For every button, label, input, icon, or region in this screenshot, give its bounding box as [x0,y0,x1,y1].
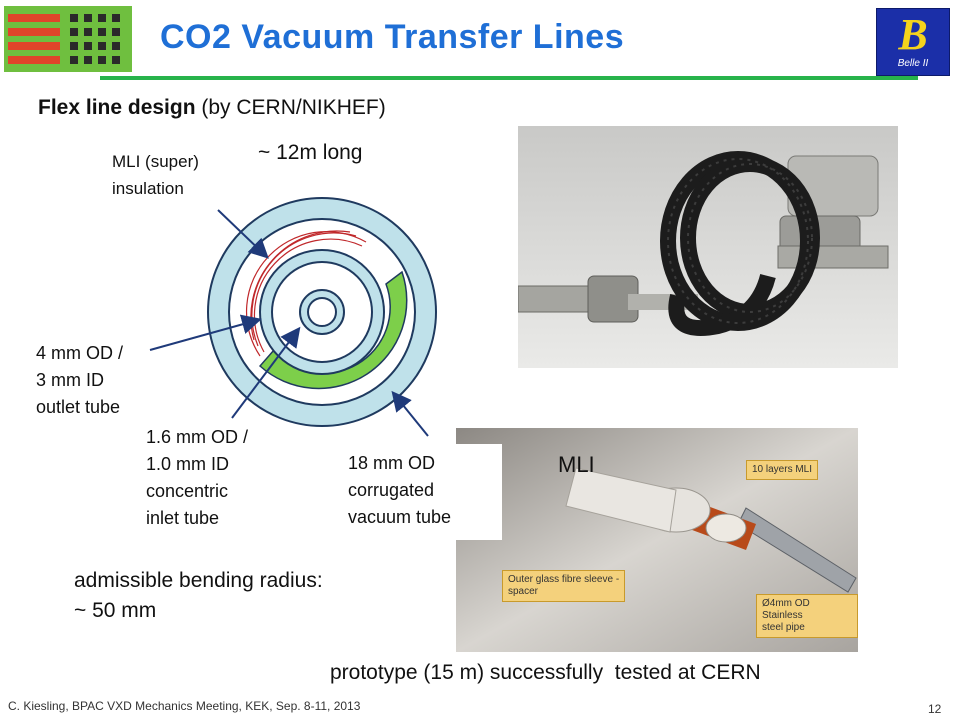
inlet-tube-label: 1.6 mm OD / 1.0 mm ID concentric inlet t… [146,424,248,532]
subtitle-rest: (by CERN/NIKHEF) [195,96,386,119]
inlet-label-line2: 1.0 mm ID [146,454,230,474]
vacuum-label-line2: corrugated [348,480,435,500]
mli-label: MLI (super) insulation [112,148,199,202]
outlet-label-line1: 4 mm OD / [36,343,124,363]
outlet-label-line3: outlet tube [36,397,121,417]
footer-citation: C. Kiesling, BPAC VXD Mechanics Meeting,… [8,699,361,713]
vacuum-tube-label: 18 mm OD corrugated vacuum tube [344,444,502,540]
outlet-label-line2: 3 mm ID [36,370,105,390]
mli-label-line1: MLI (super) [112,152,199,171]
vacuum-label-line1: 18 mm OD [348,453,436,473]
mli-label-line2: insulation [112,179,184,198]
callout-steel-pipe: Ø4mm OD Stainless steel pipe [756,594,858,638]
inlet-label-line3: concentric [146,481,229,501]
flex-line-photo-graphic [518,126,898,368]
detector-logo-graphic [4,6,132,72]
mli-photo-label: MLI [558,452,595,477]
page-title: CO2 Vacuum Transfer Lines [160,18,625,56]
bending-line1: admissible bending radius: [74,569,323,592]
glass-fibre-spacer [258,270,408,390]
arrow-inlet [231,326,301,419]
inlet-label-line1: 1.6 mm OD / [146,427,249,447]
section-subtitle: Flex line design (by CERN/NIKHEF) [38,96,386,120]
arrow-outlet [149,314,262,351]
page-number: 12 [928,702,942,716]
callout-sleeve-line1: Outer glass fibre sleeve - [508,574,620,585]
arrow-mli [217,209,269,259]
outlet-tube-label: 4 mm OD / 3 mm ID outlet tube [36,340,123,421]
inlet-tube-bore [307,297,337,327]
svg-text:B: B [897,10,927,59]
detector-logo [4,6,132,72]
mli-sample-photo: 10 layers MLI Outer glass fibre sleeve -… [456,428,858,652]
length-label: ~ 12m long [258,141,363,164]
callout-pipe-line1: Ø4mm OD Stainless [762,598,810,621]
vacuum-label-line3: vacuum tube [348,507,452,527]
flex-line-photo [518,126,898,368]
callout-outer-sleeve: Outer glass fibre sleeve - spacer [502,570,626,602]
belle-logo-graphic: B [897,10,927,59]
callout-sleeve-line2: spacer [508,586,539,597]
belle-logo-label: Belle II [897,58,929,69]
bending-line2: ~ 50 mm [74,599,157,622]
belle-logo: B Belle II [876,8,950,76]
callout-10-layers-mli: 10 layers MLI [746,460,819,480]
bending-radius-note: admissible bending radius: ~ 50 mm [74,566,323,626]
prototype-caption: prototype (15 m) successfully tested at … [330,661,761,684]
inlet-label-line4: inlet tube [146,508,220,528]
subtitle-bold: Flex line design [38,96,196,119]
title-underline [100,76,918,80]
cross-section-diagram [149,197,437,437]
arrow-vacuum-tube [391,390,429,437]
callout-pipe-line2: steel pipe [762,622,805,633]
